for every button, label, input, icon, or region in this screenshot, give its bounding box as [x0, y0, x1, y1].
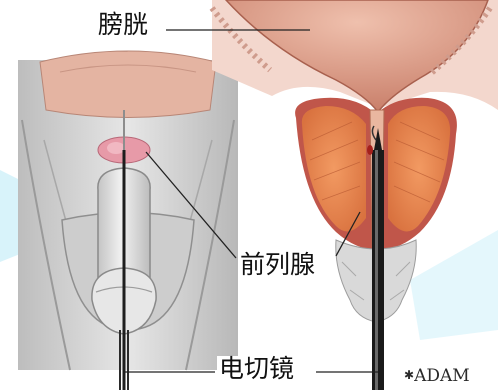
adam-logo: ✱ADAM [404, 366, 470, 386]
label-prostate: 前列腺 [238, 252, 317, 277]
adam-logo-icon: ✱ [404, 368, 414, 382]
adam-logo-text: ADAM [414, 366, 470, 386]
accent-right [410, 230, 498, 340]
label-bladder: 膀胱 [96, 12, 150, 37]
label-resectoscope: 电切镜 [217, 356, 296, 381]
